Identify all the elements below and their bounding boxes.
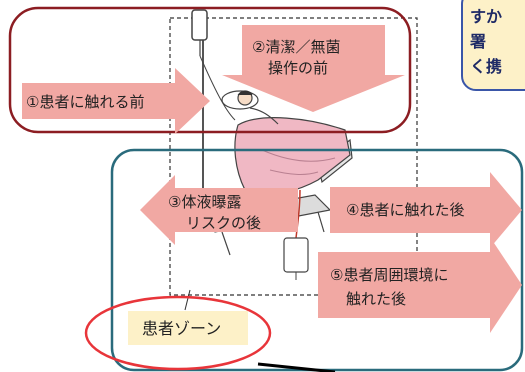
moment-3-arrow: ③体液曝露 リスクの後 <box>140 175 298 245</box>
moment-5-label-line-1: ⑤患者周囲環境に <box>330 266 448 284</box>
moment-4-arrow: ④患者に触れた後 <box>330 172 522 248</box>
moment-3-label-line-2: リスクの後 <box>186 214 261 232</box>
patient-zone-leader-line <box>184 289 191 311</box>
moment-1-arrow: ①患者に触れる前 <box>22 68 210 134</box>
moment-2-arrow: ②清潔／無菌 操作の前 <box>222 25 405 112</box>
moment-4-label: ④患者に触れた後 <box>346 201 464 219</box>
moment-2-label-line-1: ②清潔／無菌 <box>252 38 340 56</box>
callout-box: すか 署 く携 <box>461 0 525 91</box>
callout-line-1: すか <box>470 7 502 26</box>
hospital-bed-icon <box>204 90 353 280</box>
moment-5-label-line-2: 触れた後 <box>346 290 406 308</box>
moment-5-arrow: ⑤患者周囲環境に 触れた後 <box>318 237 522 333</box>
patient-zone-highlight-ellipse <box>84 295 272 371</box>
patient-zone-label: 患者ゾーン <box>142 319 221 338</box>
patient-zone-dashed-border <box>169 17 418 296</box>
drainage-bag-icon <box>283 237 309 273</box>
callout-line-2: 署 <box>469 32 486 51</box>
moment-3-label-line-1: ③体液曝露 <box>168 193 241 211</box>
moment-1-label: ①患者に触れる前 <box>26 93 144 111</box>
before-moments-frame <box>8 6 412 134</box>
moment-2-label-line-2: 操作の前 <box>268 59 328 77</box>
pointer-line <box>257 362 336 372</box>
callout-line-3: く携 <box>470 57 502 76</box>
patient-zone-label-box <box>128 311 248 345</box>
